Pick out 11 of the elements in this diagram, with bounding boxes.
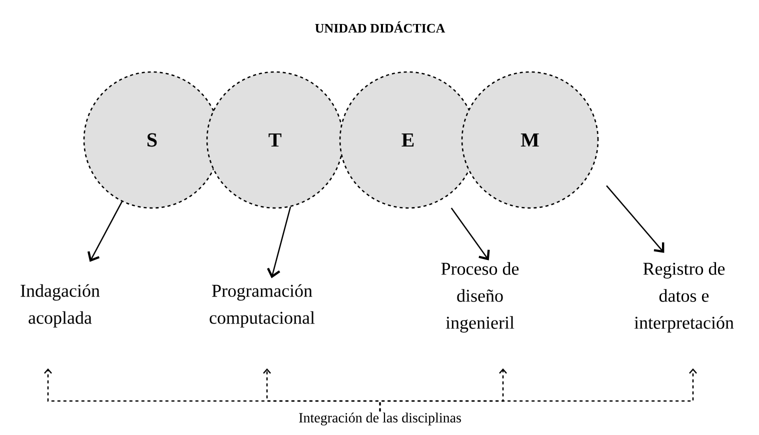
label-text: Programación computacional <box>210 284 315 328</box>
arrow <box>266 206 292 278</box>
dashed-arrow <box>379 368 697 412</box>
caption-text: Integración de las disciplinas <box>299 412 461 426</box>
title: UNIDAD DIDÁCTICA <box>315 21 446 33</box>
arrow <box>88 201 122 262</box>
label-text: Indagación acoplada <box>20 284 100 328</box>
arrow <box>450 208 490 260</box>
arrow <box>606 185 664 253</box>
label-text: Registro de datos e interpretación <box>634 262 734 332</box>
label-text: Proceso de diseño ingenieril <box>441 262 519 333</box>
